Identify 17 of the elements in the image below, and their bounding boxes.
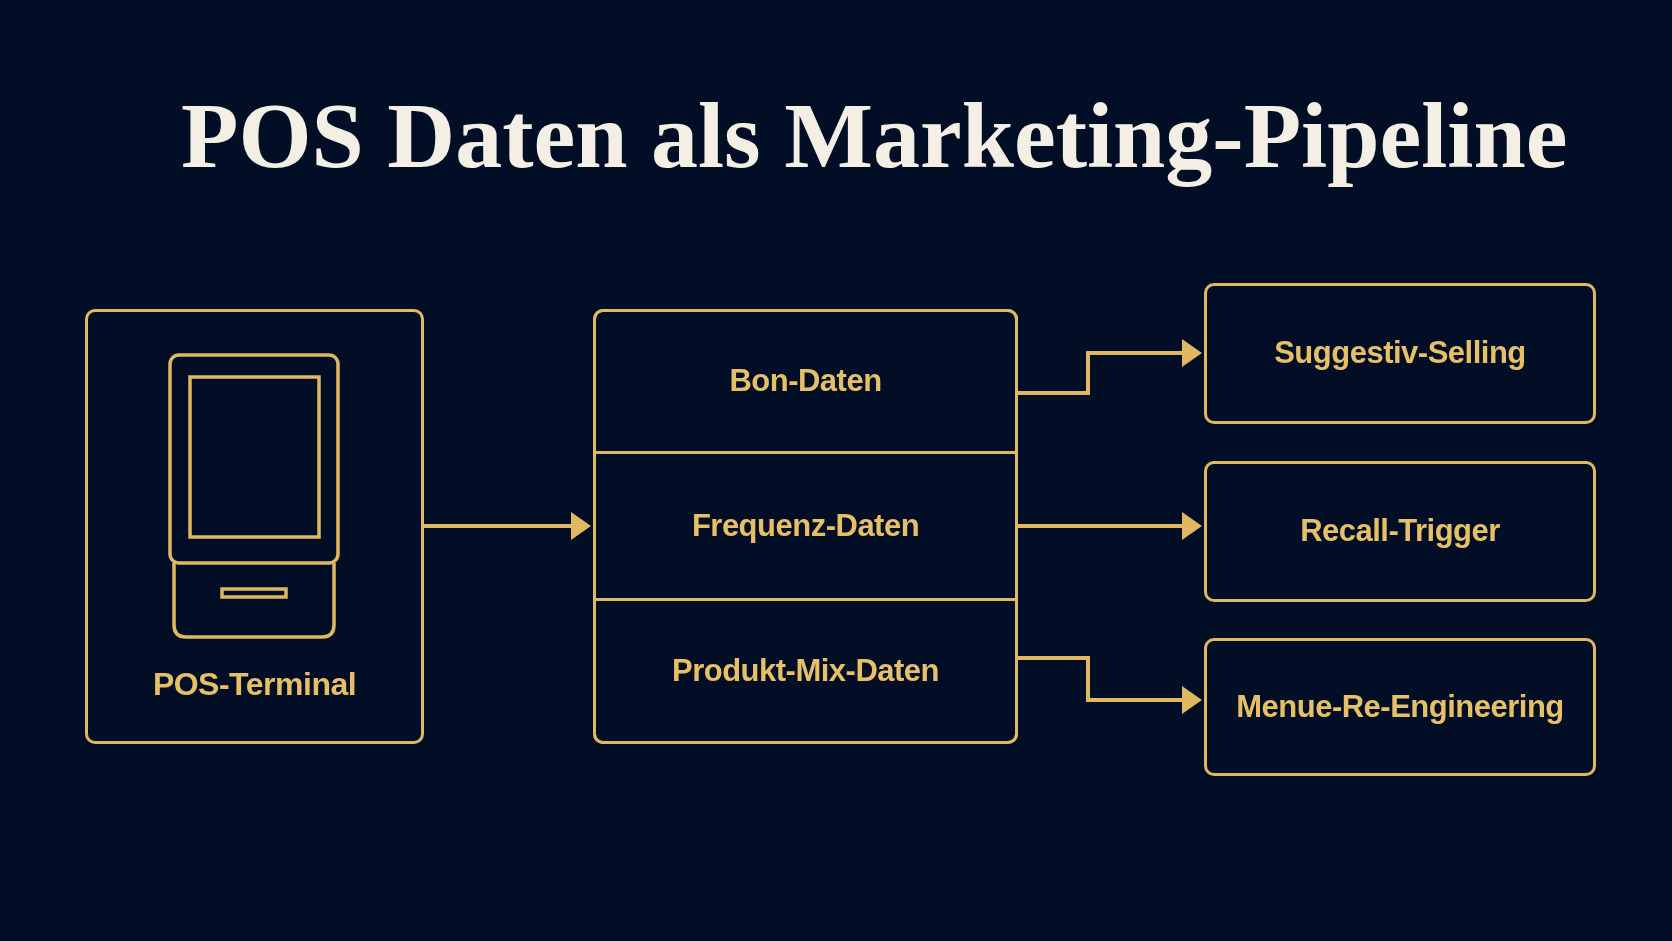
node-label: Recall-Trigger [1300,512,1500,551]
node-label: Menue-Re-Engineering [1236,687,1564,726]
terminal-box [85,309,424,744]
process-box [1204,283,1596,424]
arrow [1016,656,1202,714]
diagram-title: POS Daten als Marketing-Pipeline [181,82,1568,189]
node-label: Produkt-Mix-Daten [671,651,940,690]
node-label: Frequenz-Daten [691,506,920,545]
data-stack-box [593,309,1018,744]
process-box [1204,638,1596,776]
node-label: POS-Terminal [152,665,357,704]
arrow [1016,512,1202,540]
node-label: Bon-Daten [729,362,882,401]
node-label: Suggestiv-Selling [1274,334,1526,373]
arrow [1016,339,1202,395]
process-box [1204,461,1596,602]
arrow [422,512,591,540]
